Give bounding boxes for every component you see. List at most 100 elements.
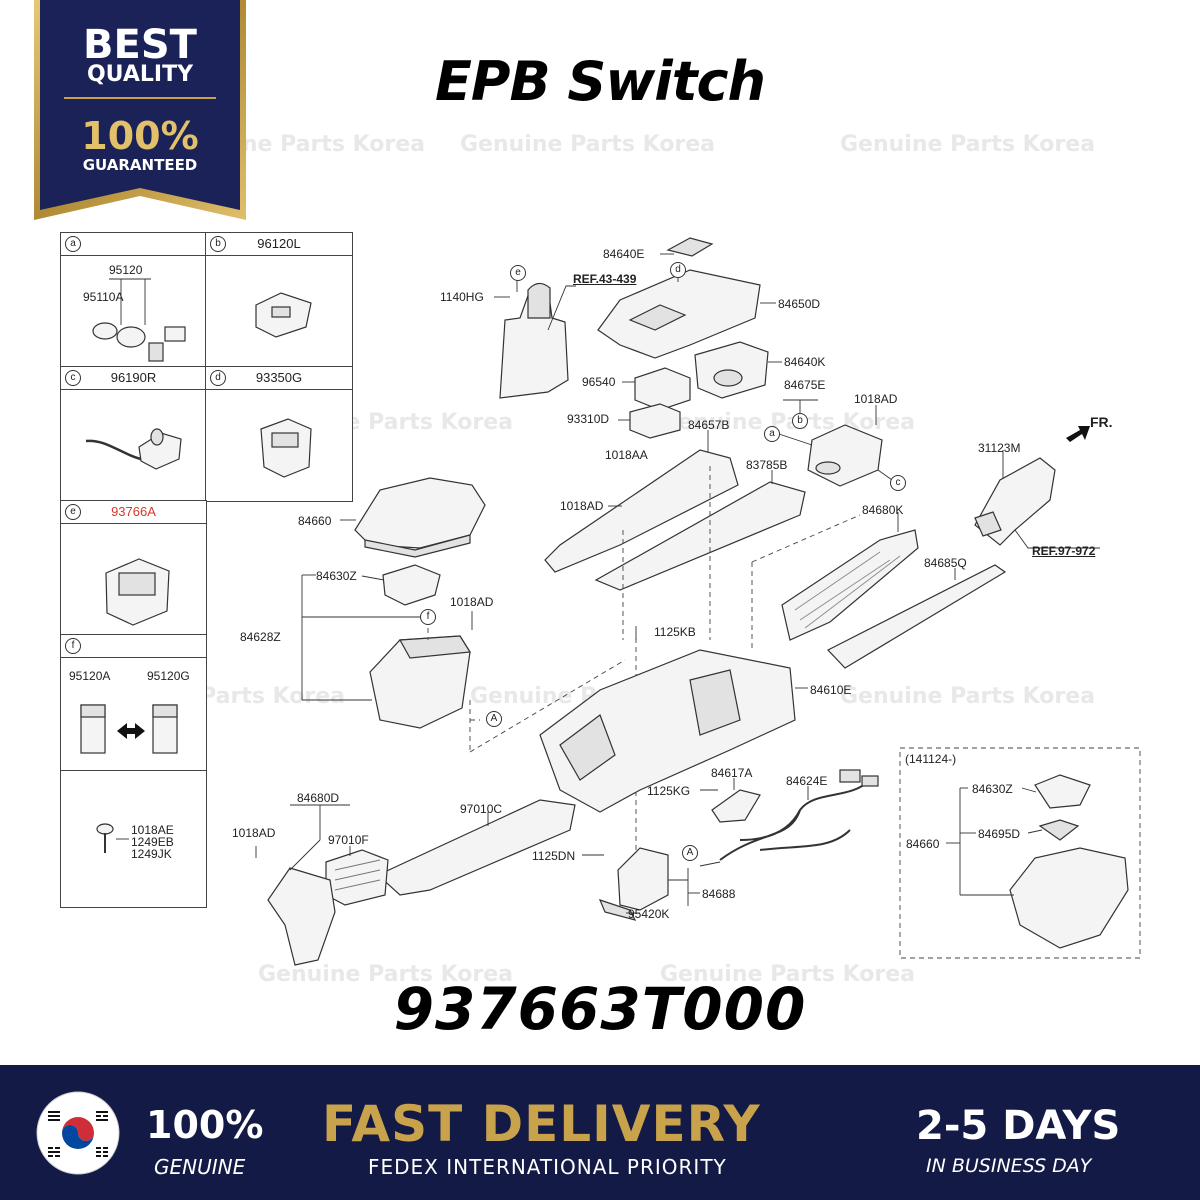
- callout-f: f: [420, 609, 436, 625]
- duct-97010C-drawing: [376, 799, 576, 896]
- part-label: 1249EB: [131, 835, 174, 849]
- legend-cell-b: b 96120L: [205, 232, 353, 368]
- console-frame-84610E-drawing: [539, 626, 808, 813]
- duct-31123M-drawing: [974, 450, 1100, 549]
- part-label: 84610E: [810, 683, 852, 697]
- side-trim-84657B-drawing: [544, 430, 739, 573]
- legend-cell-f: f 95120A 95120G: [60, 634, 207, 772]
- storage-box-84628Z-drawing: [301, 574, 473, 729]
- part-label: 97010F: [328, 833, 369, 847]
- bracket-84617A-drawing: [700, 778, 761, 823]
- legend-cell-e: e 93766A: [60, 500, 207, 636]
- badge-guaranteed: GUARANTEED: [82, 156, 198, 174]
- badge-100: 100%: [81, 114, 199, 158]
- callout-d: d: [670, 262, 686, 278]
- watermark: Genuine Parts Korea: [660, 962, 915, 987]
- part-code: 96120L: [257, 236, 301, 251]
- part-label: 1018AD: [854, 392, 898, 406]
- part-label: 84617A: [711, 766, 753, 780]
- callout-d: d: [210, 370, 226, 386]
- part-label: 84675E: [784, 378, 826, 392]
- part-label: 93310D: [567, 412, 610, 426]
- part-label: 97010C: [460, 802, 503, 816]
- part-label: 95110A: [83, 290, 124, 304]
- legend-cell-c: c 96190R: [60, 366, 207, 502]
- panel-84680D-drawing: [255, 804, 350, 966]
- wiring-harness-84624E-drawing: [699, 769, 879, 867]
- inset-variant-date: (141124-): [905, 752, 957, 766]
- vent-97010F-drawing: [325, 846, 389, 906]
- callout-A: A: [682, 845, 698, 861]
- part-code: 96190R: [110, 370, 157, 385]
- genuine-percent: 100%: [146, 1103, 264, 1147]
- part-label: 95120: [109, 263, 143, 277]
- front-direction-label: FR.: [1090, 414, 1113, 430]
- part-label: 1125DN: [532, 849, 576, 863]
- part-label: 84660: [298, 514, 332, 528]
- gear-shifter-drawing: [494, 280, 576, 399]
- armrest-84660-drawing: [340, 477, 486, 558]
- fedex-label: FEDEX INTERNATIONAL PRIORITY: [368, 1155, 727, 1179]
- part-label: 84630Z: [972, 782, 1013, 796]
- callout-e: e: [510, 265, 526, 281]
- part-label: 95120G: [147, 669, 190, 683]
- front-arrow-icon: [1066, 426, 1090, 442]
- callout-c: c: [65, 370, 81, 386]
- callout-a: a: [65, 236, 81, 252]
- part-label: 1018AD: [450, 595, 494, 609]
- korea-flag-icon: [36, 1091, 120, 1175]
- callout-c: c: [890, 475, 906, 491]
- part-label: 84688: [702, 887, 736, 901]
- watermark: Genuine Parts Korea: [460, 132, 715, 157]
- part-label: 31123M: [978, 441, 1021, 455]
- quality-badge: BEST QUALITY 100% GUARANTEED: [34, 0, 246, 220]
- footer-banner: 100% GENUINE FAST DELIVERY FEDEX INTERNA…: [0, 1065, 1200, 1200]
- page-title: EPB Switch: [435, 50, 766, 113]
- part-label: 1018AD: [560, 499, 604, 513]
- swap-arrow-icon: [117, 723, 145, 739]
- unit-96540-drawing: [622, 367, 691, 411]
- part-label: 96540: [582, 375, 616, 389]
- callout-e: e: [65, 504, 81, 520]
- switch-93310D-drawing: [618, 403, 681, 439]
- part-label: 84680K: [862, 503, 904, 517]
- part-label: 1018AA: [605, 448, 648, 462]
- part-label: 1125KB: [654, 625, 696, 639]
- part-label: 1249JK: [131, 847, 172, 861]
- part-label: 84650D: [778, 297, 821, 311]
- watermark: Genuine Parts Korea: [660, 410, 915, 435]
- part-label: 1018AE: [131, 823, 174, 837]
- part-label: 84685Q: [924, 556, 967, 570]
- part-label: 95120A: [69, 669, 111, 683]
- fast-delivery-heading: FAST DELIVERY: [322, 1095, 761, 1153]
- callout-b: b: [792, 413, 808, 429]
- part-label: 84630Z: [316, 569, 357, 583]
- tray-84675E-drawing: [775, 399, 893, 487]
- watermark: Genuine Parts Korea: [840, 132, 1095, 157]
- badge-best: BEST: [83, 22, 197, 68]
- variant-inset-box: [899, 747, 1141, 959]
- part-reference: REF.97-972: [1032, 544, 1096, 558]
- console-upper-panel-drawing: [597, 237, 776, 359]
- cup-holder-drawing: [694, 341, 782, 399]
- part-label: 84680D: [297, 791, 340, 805]
- part-label: 84695D: [978, 827, 1021, 841]
- part-label: 95420K: [628, 907, 670, 921]
- callout-a: a: [764, 426, 780, 442]
- trim-84685Q-drawing: [827, 564, 1007, 669]
- callout-b: b: [210, 236, 226, 252]
- part-label: 84628Z: [240, 630, 281, 644]
- legend-cell-a: a 95120 95110A: [60, 232, 207, 368]
- panel-84680K-drawing: [781, 512, 919, 641]
- part-code-highlighted: 93766A: [111, 504, 156, 519]
- watermark: Genuine Parts Korea: [258, 962, 513, 987]
- legend-cell-d: d 93350G: [205, 366, 353, 502]
- delivery-days: 2-5 DAYS: [916, 1103, 1121, 1149]
- bracket-84688-drawing: [582, 847, 700, 921]
- part-reference: REF.43-439: [573, 272, 637, 286]
- callout-f: f: [65, 638, 81, 654]
- trim-83785B-drawing: [594, 470, 806, 591]
- part-label: 84624E: [786, 774, 828, 788]
- tray-84630Z-drawing: [361, 564, 441, 606]
- legend-cell-fasteners: 1018AE 1249EB 1249JK: [60, 770, 207, 908]
